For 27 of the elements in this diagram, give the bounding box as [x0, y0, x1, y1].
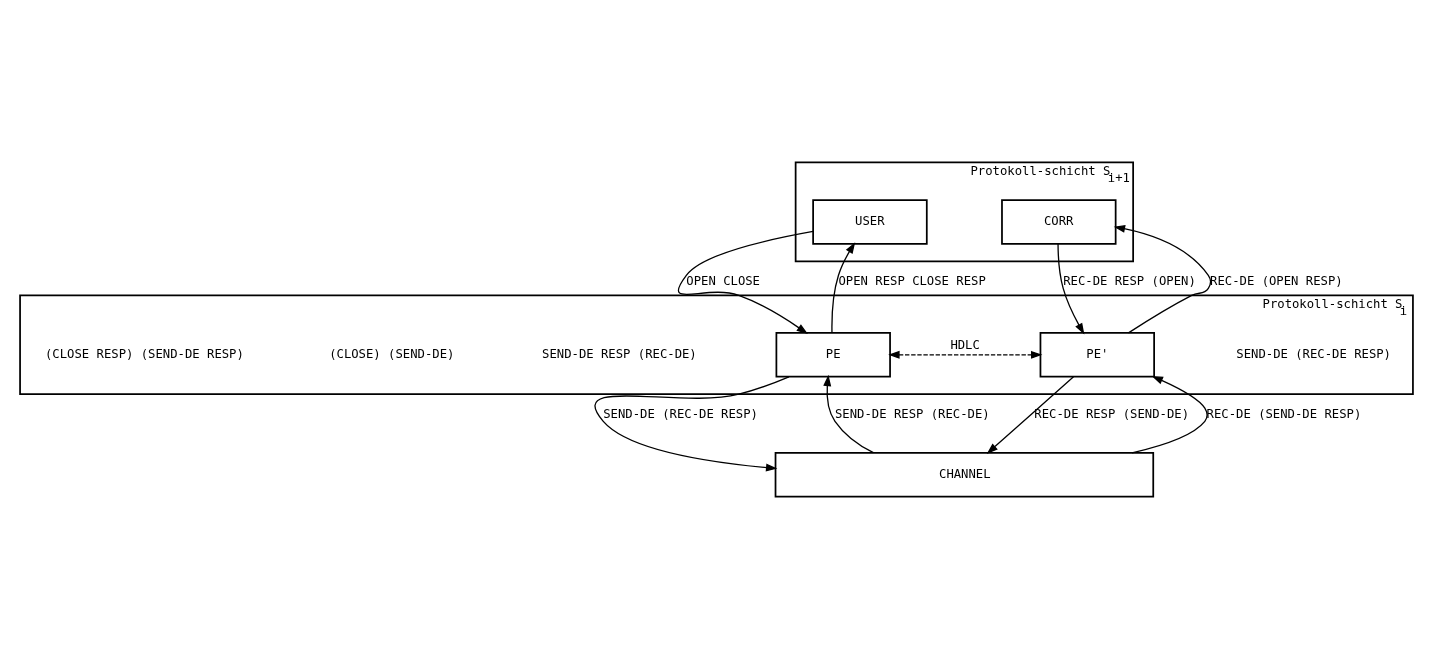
node-box: PE': [1039, 332, 1155, 378]
edge-label: OPEN CLOSE: [686, 274, 761, 289]
arrow: [823, 374, 875, 454]
edge-label: OPEN RESP CLOSE RESP: [838, 274, 986, 289]
edge-label: REC-DE RESP (SEND-DE): [1034, 406, 1190, 421]
node-box: PE: [775, 332, 891, 378]
label: SEND-DE RESP (REC-DE): [542, 347, 697, 362]
arrow: [1113, 224, 1212, 334]
edge-label: SEND-DE RESP (REC-DE): [834, 406, 990, 421]
edge-label: REC-DE RESP (OPEN): [1063, 274, 1196, 289]
edge-label: HDLC: [950, 337, 980, 352]
label: (CLOSE RESP) (SEND-DE RESP): [44, 347, 244, 362]
node-box: USER: [812, 199, 928, 245]
edge-label: REC-DE (OPEN RESP): [1210, 274, 1343, 289]
edge-label: REC-DE (SEND-DE RESP): [1206, 406, 1362, 421]
label: (CLOSE) (SEND-DE): [329, 347, 455, 362]
label: SEND-DE (REC-DE RESP): [1236, 347, 1391, 362]
arrow: [888, 350, 1043, 359]
node-box: CORR: [1001, 199, 1117, 245]
arrow: [594, 376, 790, 472]
arrow: [1057, 243, 1085, 335]
arrow: [677, 230, 814, 335]
arrow: [831, 242, 856, 334]
arrow: [1131, 375, 1208, 454]
edge-label: SEND-DE (REC-DE RESP): [603, 406, 758, 421]
arrow: [986, 376, 1075, 454]
node-box: CHANNEL: [774, 451, 1155, 498]
